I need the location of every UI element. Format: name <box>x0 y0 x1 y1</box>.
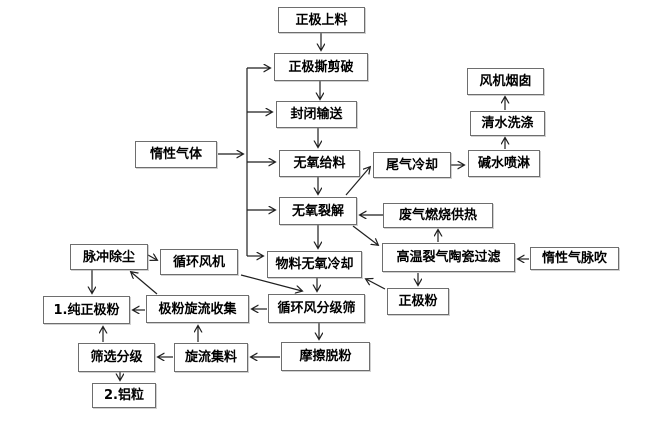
node-inert-gas: 惰性气体 <box>135 141 217 168</box>
node-electrode-powder-cyclone-collection: 极粉旋流收集 <box>146 295 249 323</box>
node-pure-positive-electrode-powder: 1.纯正极粉 <box>43 296 130 324</box>
node-circulating-fan: 循环风机 <box>160 249 238 275</box>
node-pulse-dust-removal: 脉冲除尘 <box>70 244 148 270</box>
node-oxygen-free-feeding: 无氧给料 <box>279 150 360 177</box>
node-aluminum-particles: 2.铝粒 <box>92 383 156 408</box>
node-alkali-water-spray: 碱水喷淋 <box>468 150 540 177</box>
node-positive-electrode-feeding: 正极上料 <box>278 7 365 33</box>
node-high-temp-pyrolysis-gas-ceramic-filter: 高温裂气陶瓷过滤 <box>382 243 515 272</box>
node-positive-electrode-tear-shear-crush: 正极撕剪破 <box>274 53 368 81</box>
node-cyclone-material-collection: 旋流集料 <box>174 343 248 372</box>
node-clean-water-washing: 清水洗涤 <box>470 111 545 136</box>
node-positive-electrode-powder: 正极粉 <box>387 288 449 315</box>
node-fan-chimney: 风机烟囱 <box>467 68 544 95</box>
node-tail-gas-cooling: 尾气冷却 <box>373 152 451 178</box>
node-oxygen-free-pyrolysis: 无氧裂解 <box>279 197 357 225</box>
arrow-powdercollect-to-pulsedust <box>131 272 158 295</box>
arrow-pulsedust-to-fan <box>147 255 157 260</box>
arrow-pyrolysis-to-filter <box>352 225 378 245</box>
node-circulating-air-grading-sieve: 循环风分级筛 <box>268 294 365 323</box>
node-friction-depowdering: 摩擦脱粉 <box>281 342 370 371</box>
node-screening-grading: 筛选分级 <box>78 343 155 372</box>
node-sealed-conveying: 封闭输送 <box>276 101 357 128</box>
node-material-oxygen-free-cooling: 物料无氧冷却 <box>267 251 362 278</box>
node-inert-gas-pulse-blowing: 惰性气脉吹 <box>530 247 619 270</box>
node-waste-gas-combustion-heating: 废气燃烧供热 <box>383 203 493 228</box>
arrow-powder-to-cooling <box>366 279 386 290</box>
